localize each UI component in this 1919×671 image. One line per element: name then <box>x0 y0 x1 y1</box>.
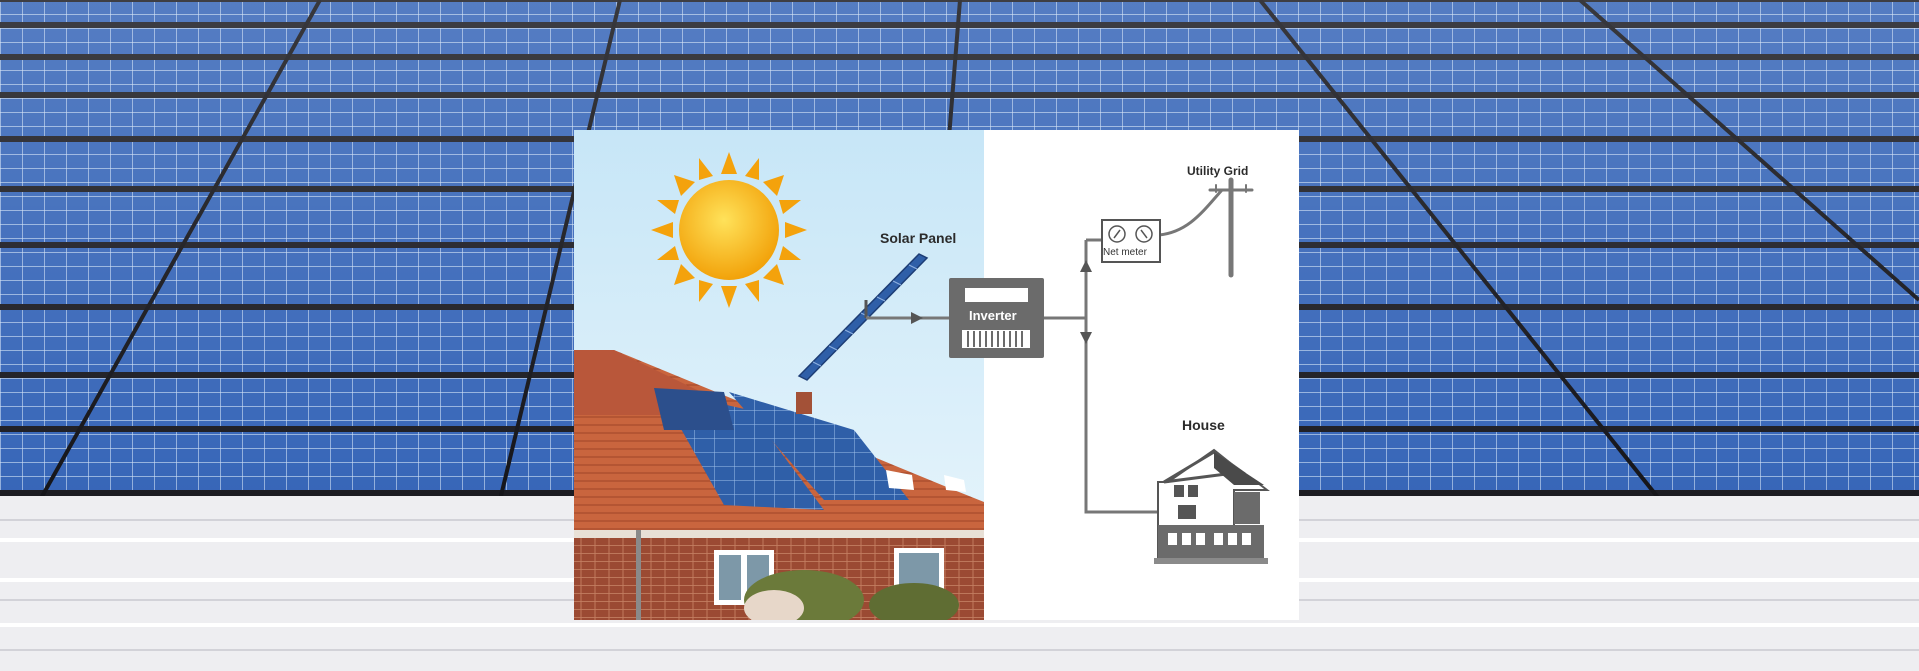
inverter-label: Inverter <box>969 308 1017 323</box>
utility-pole-icon <box>1208 177 1254 278</box>
inverter-icon <box>949 278 1044 358</box>
net-meter-icon <box>1101 219 1161 263</box>
connection-lines <box>866 188 1224 514</box>
utility-grid-label: Utility Grid <box>1187 164 1249 178</box>
solar-panel-label: Solar Panel <box>880 230 957 246</box>
diagram-canvas <box>574 130 1270 620</box>
solar-panel-icon <box>797 253 929 381</box>
net-meter-label: Net meter <box>1103 247 1147 258</box>
house-icon <box>1154 448 1270 564</box>
sun-icon <box>651 152 807 308</box>
house-photo <box>574 130 984 620</box>
solar-system-diagram: Solar Panel Inverter Net meter Utility G… <box>574 130 1299 620</box>
flow-arrows <box>911 260 1092 344</box>
house-label: House <box>1182 417 1225 433</box>
